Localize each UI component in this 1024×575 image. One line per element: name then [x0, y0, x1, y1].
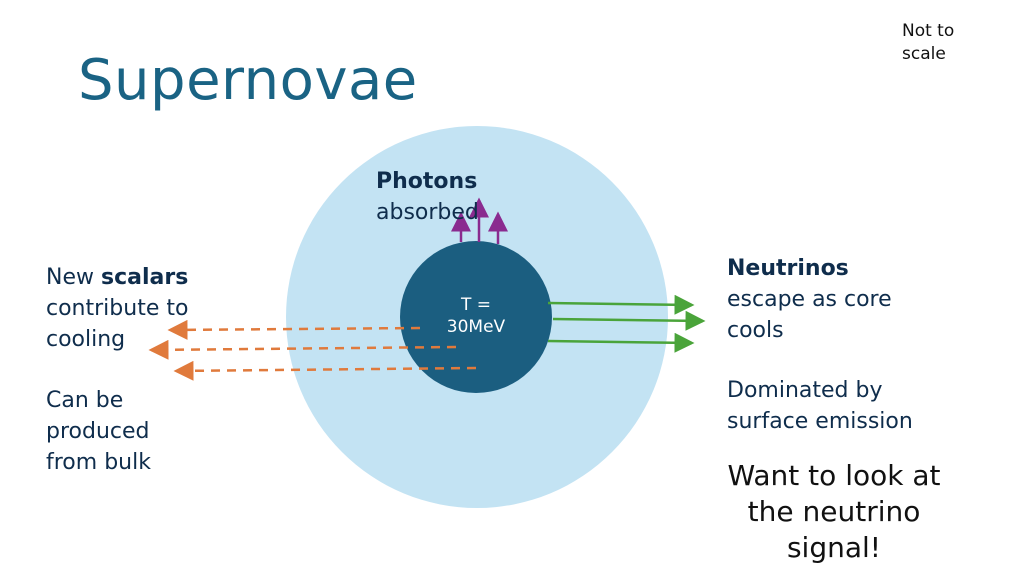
scalars-line2: contribute to [46, 296, 189, 321]
bulk-line1: Can be [46, 388, 124, 413]
scale-note: Not to scale [902, 20, 954, 66]
slide-title: Supernovae [78, 48, 418, 113]
scalar-arrow [173, 360, 477, 381]
scalar-arrow [148, 339, 457, 360]
neutrinos-line3: cools [727, 318, 784, 343]
neutrinos-text: Neutrinos escape as core cools [727, 253, 892, 346]
surface-line1: Dominated by [727, 378, 883, 403]
neutrino-arrow [547, 294, 695, 315]
bulk-line3: from bulk [46, 450, 151, 475]
scalars-prefix: New [46, 265, 101, 290]
bulk-text: Can be produced from bulk [46, 385, 151, 478]
photons-bold: Photons [376, 169, 478, 194]
neutrino-arrow [552, 310, 706, 331]
conclusion-line1: Want to look at [727, 459, 941, 492]
surface-emission-text: Dominated by surface emission [727, 375, 913, 437]
core-label-line1: T = [460, 295, 492, 315]
core-circle [400, 241, 552, 393]
core-label-line2: 30MeV [446, 317, 506, 337]
conclusion-line3: signal! [786, 531, 882, 564]
photons-text: Photons absorbed [376, 166, 479, 228]
neutrinos-bold: Neutrinos [727, 256, 849, 281]
scale-note-line1: Not to [902, 21, 955, 41]
scalars-bold: scalars [100, 265, 189, 290]
bulk-line2: produced [46, 419, 150, 444]
scalars-line3: cooling [46, 327, 126, 352]
core-temperature-label: T = 30MeV [400, 294, 552, 338]
surface-line2: surface emission [727, 409, 913, 434]
photons-rest: absorbed [376, 200, 479, 225]
scalar-arrow [167, 319, 421, 340]
scalars-text: New scalars contribute to cooling [46, 262, 188, 355]
conclusion-text: Want to look at the neutrino signal! [700, 458, 968, 566]
neutrinos-line2: escape as core [727, 287, 892, 312]
conclusion-line2: the neutrino [747, 495, 921, 528]
neutrino-arrow [547, 332, 695, 353]
scale-note-line2: scale [902, 44, 946, 64]
